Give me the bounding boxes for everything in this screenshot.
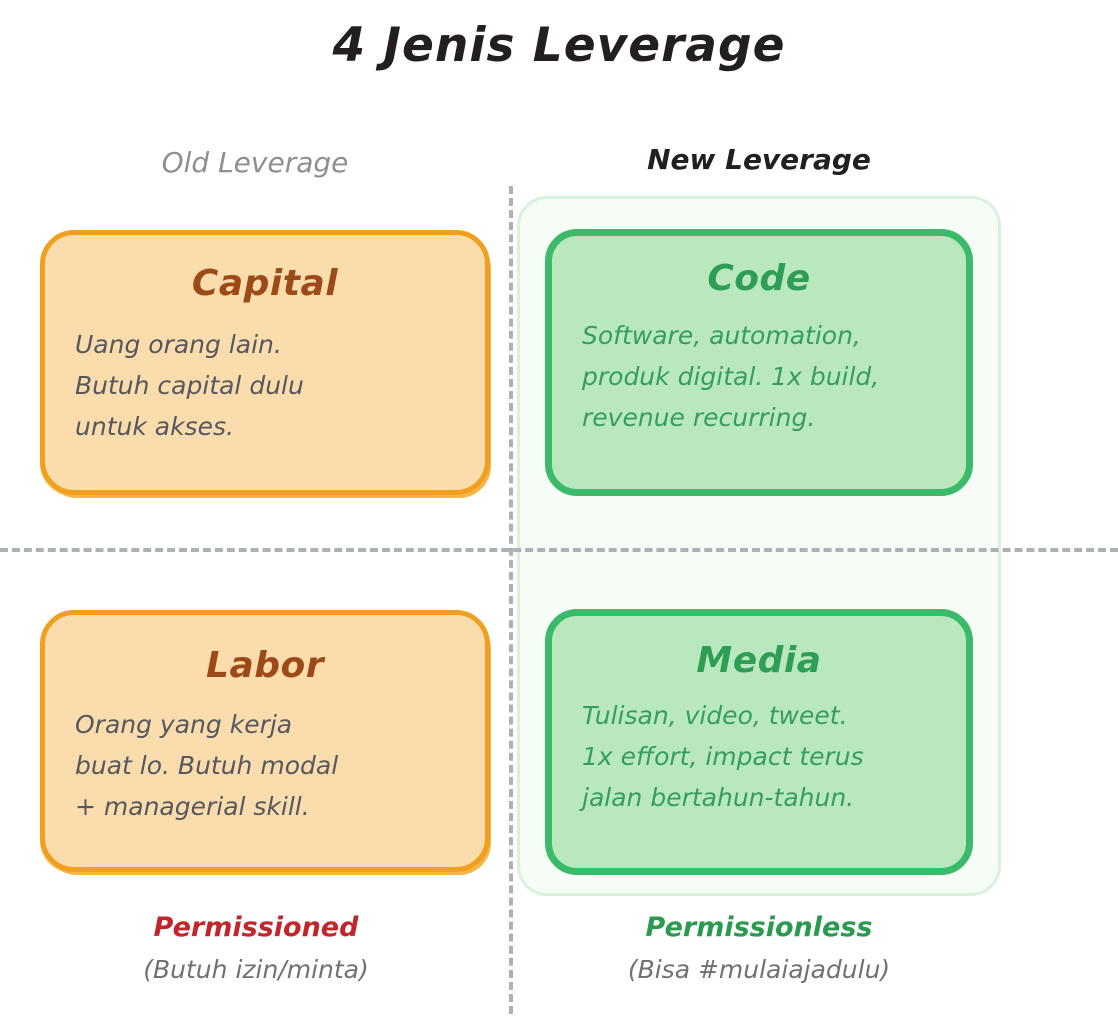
card-capital[interactable]: Capital Uang orang lain. Butuh capital d… xyxy=(40,230,490,495)
card-body-media: Tulisan, video, tweet. 1x effort, impact… xyxy=(582,701,864,812)
card-media[interactable]: Media Tulisan, video, tweet. 1x effort, … xyxy=(545,609,973,875)
card-labor[interactable]: Labor Orang yang kerja buat lo. Butuh mo… xyxy=(40,610,490,872)
footer-sub-permissioned: (Butuh izin/minta) xyxy=(143,955,369,984)
card-body-code: Software, automation, produk digital. 1x… xyxy=(582,321,880,432)
column-header-old-leverage: Old Leverage xyxy=(161,146,349,179)
column-header-new-leverage: New Leverage xyxy=(647,143,871,176)
card-title-labor: Labor xyxy=(206,645,324,686)
horizontal-divider xyxy=(0,548,1118,552)
card-body-capital: Uang orang lain. Butuh capital dulu untu… xyxy=(75,330,304,441)
footer-sub-permissionless: (Bisa #mulaiajadulu) xyxy=(627,955,891,984)
footer-new-leverage: Permissionless (Bisa #mulaiajadulu) xyxy=(516,912,1002,984)
footer-label-permissionless: Permissionless xyxy=(645,912,873,943)
card-title-capital: Capital xyxy=(191,263,339,304)
card-title-code: Code xyxy=(707,258,811,299)
card-body-labor: Orang yang kerja buat lo. Butuh modal + … xyxy=(75,710,339,821)
footer-old-leverage: Permissioned (Butuh izin/minta) xyxy=(0,912,512,984)
page-title: 4 Jenis Leverage xyxy=(332,18,786,73)
card-code[interactable]: Code Software, automation, produk digita… xyxy=(545,229,973,496)
footer-label-permissioned: Permissioned xyxy=(153,912,359,943)
vertical-divider xyxy=(509,186,513,1014)
card-title-media: Media xyxy=(696,640,822,681)
